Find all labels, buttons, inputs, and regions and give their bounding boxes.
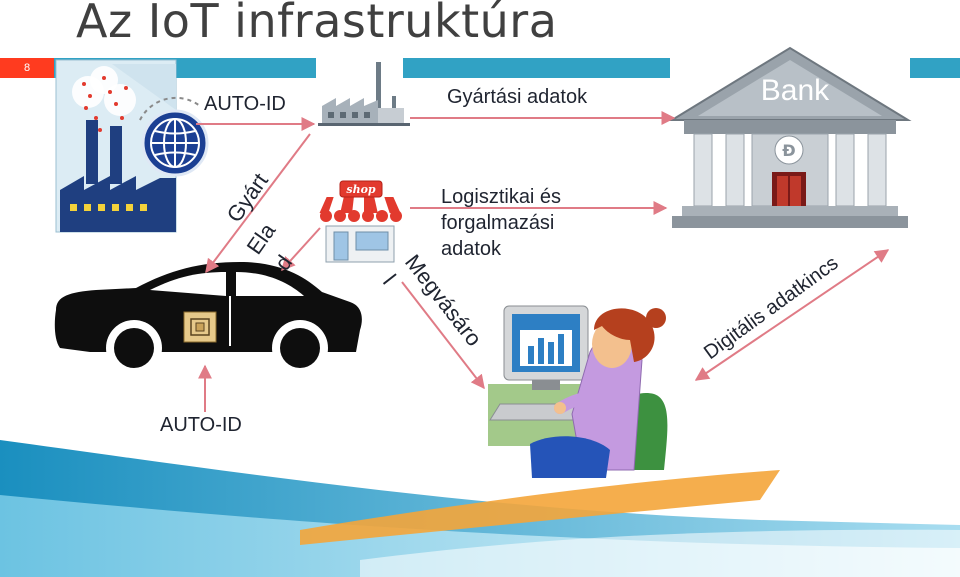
arrow-bank-user-bidirectional — [694, 249, 890, 381]
label-logisztikai-line2: forgalmazási — [441, 212, 555, 234]
label-gyartasi-adatok: Gyártási adatok — [447, 86, 588, 108]
arrow-shop-to-user — [401, 281, 485, 390]
bottom-swoosh — [0, 440, 960, 577]
header-bar-right — [910, 58, 960, 78]
shop-icon: shop — [316, 180, 404, 263]
shop-sign-text: shop — [346, 183, 376, 196]
svg-text:Đ: Đ — [782, 141, 795, 160]
computer-user-icon — [488, 305, 668, 478]
arrow-shop-to-car — [281, 227, 321, 272]
page-number-badge: 8 — [0, 58, 54, 78]
car-icon — [54, 262, 362, 376]
label-auto-id-bottom: AUTO-ID — [160, 414, 242, 436]
label-logisztikai-line3: adatok — [441, 238, 502, 260]
globe-icon — [139, 96, 209, 177]
label-l: l — [378, 270, 401, 289]
industrial-plant-icon — [318, 62, 410, 126]
factory-illustration — [55, 59, 177, 233]
header-bar-middle — [403, 58, 670, 78]
arrow-plant-to-car — [205, 133, 311, 274]
label-digitalis-adatkincs: Digitális adatkincs — [700, 252, 842, 364]
page-title: Az IoT infrastruktúra — [76, 0, 558, 48]
bank-sign-text: Bank — [761, 74, 830, 107]
label-gyart: Gyárt — [222, 168, 273, 226]
label-auto-id-top: AUTO-ID — [204, 93, 286, 115]
label-logisztikai-line1: Logisztikai és — [441, 186, 562, 208]
bank-icon: Bank Đ — [668, 46, 912, 228]
label-logisztikai: Logisztikai és forgalmazási adatok — [441, 184, 561, 262]
flow-arrows — [196, 111, 890, 412]
